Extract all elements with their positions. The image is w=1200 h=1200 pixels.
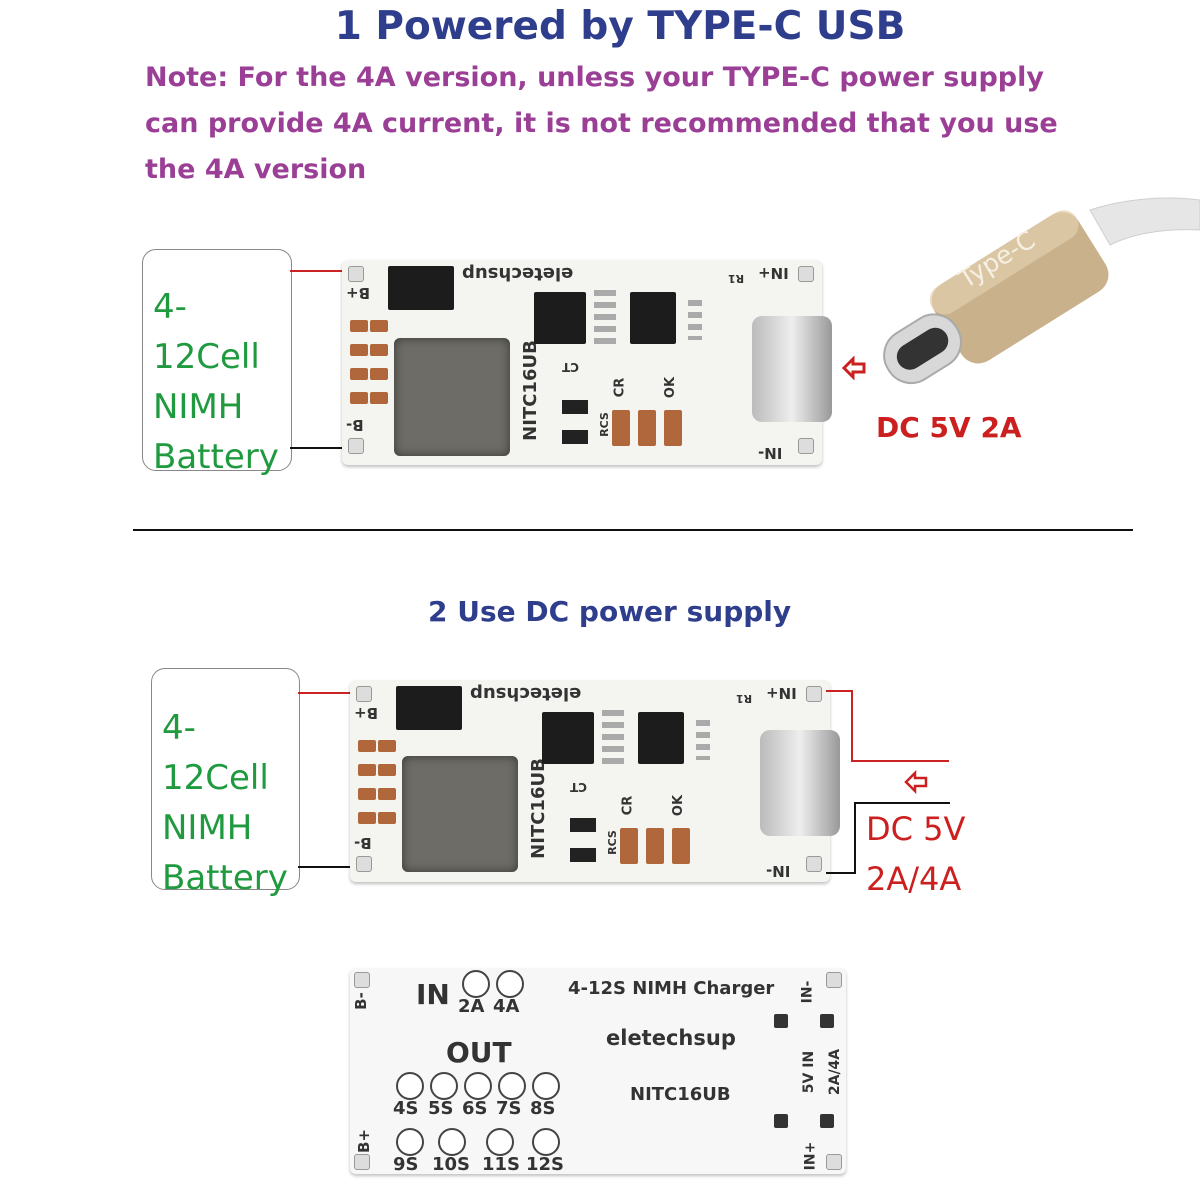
brand-label: eletechsup [462,263,574,284]
ic-2 [638,712,684,764]
ok-label: OK [663,376,679,399]
out-7s: 7S [496,1098,522,1119]
label-b-plus: B+ [354,704,379,722]
in-plus-wire [826,690,852,692]
battery-line1: 4-12Cell [162,708,269,798]
type-c-cable: Type-C [860,190,1200,410]
power-label-2: DC 5V 2A/4A [866,804,965,904]
battery-box-2: 4-12Cell NIMH Battery [151,668,300,898]
r1-label: R1 [728,272,745,285]
inductor [394,338,510,456]
pcb-front-1: B+ B- IN+ IN- eletechsup NITC16UB CT CR … [342,260,832,465]
section-divider [133,529,1133,531]
cr-label: CR [612,377,628,398]
ic-1 [542,712,594,764]
b-plus-wire-1 [290,270,350,272]
out-6s: 6S [462,1098,488,1119]
in-label: IN [416,978,450,1011]
charger-title: 4-12S NIMH Charger [568,978,775,999]
usb-c-port-2 [760,730,840,836]
out-label: OUT [446,1036,512,1069]
out-10s: 10S [432,1154,471,1175]
brand-label: eletechsup [470,683,582,704]
mosfet [388,266,454,310]
label-in-plus: IN+ [758,264,789,282]
back-b-plus: B+ [355,1128,374,1154]
label-b-plus: B+ [346,284,371,302]
rcs-label: RCS [597,412,611,437]
pcb-back: B- B+ IN 2A 4A 4-12S NIMH Charger eletec… [350,968,846,1175]
ok-label: OK [671,794,687,817]
power-label-1: DC 5V 2A [876,411,1022,444]
in-minus-wire [826,872,856,874]
pcb-front-2: B+ B- IN+ IN- eletechsup NITC16UB CT CR … [350,680,840,882]
b-minus-wire-2 [298,866,358,868]
label-in-plus: IN+ [766,684,797,702]
side-label-5v-in: 5V IN [801,1050,818,1094]
side-label-2a-4a: 2A/4A [827,1048,844,1096]
r1-label: R1 [736,692,753,705]
in-option-2a: 2A [458,996,485,1017]
ic-1 [534,292,586,344]
model-label: NITC16UB [527,758,549,859]
section2-title: 2 Use DC power supply [428,595,792,628]
label-b-minus: B- [346,416,364,434]
out-12s: 12S [526,1154,565,1175]
b-plus-wire-2 [298,692,358,694]
out-4s: 4S [393,1098,419,1119]
b-minus-wire-1 [290,447,350,449]
inductor [402,756,518,872]
rcs-label: RCS [605,830,619,855]
back-brand: eletechsup [606,1026,736,1050]
out-11s: 11S [482,1154,521,1175]
out-9s: 9S [393,1154,419,1175]
ic-2 [630,292,676,344]
back-b-minus: B- [351,992,370,1010]
model-label: NITC16UB [519,340,541,441]
section1-title: 1 Powered by TYPE-C USB [334,4,906,49]
label-in-minus: IN- [758,444,783,462]
back-in-minus: IN- [799,980,816,1004]
power-line2: 2A/4A [866,860,962,898]
power-line1: DC 5V [866,810,966,848]
out-5s: 5S [428,1098,454,1119]
battery-line3: Battery [153,437,279,477]
battery-box-1: 4-12Cell NIMH Battery [142,249,292,477]
in-option-4a: 4A [493,996,520,1017]
ct-label: CT [570,780,587,794]
usb-c-port-1 [752,316,832,422]
cr-label: CR [620,795,636,816]
label-in-minus: IN- [766,862,791,880]
section1-note: Note: For the 4A version, unless your TY… [145,62,1058,185]
label-b-minus: B- [354,834,372,852]
back-in-plus: IN+ [802,1141,819,1171]
back-model: NITC16UB [630,1084,731,1105]
battery-line1: 4-12Cell [153,287,260,377]
mosfet [396,686,462,730]
battery-line2: NIMH [153,387,244,427]
battery-line3: Battery [162,858,288,898]
arrow-left-icon [841,355,866,384]
arrow-left-icon [904,769,928,798]
ct-label: CT [562,360,579,374]
out-8s: 8S [530,1098,556,1119]
battery-line2: NIMH [162,808,253,848]
